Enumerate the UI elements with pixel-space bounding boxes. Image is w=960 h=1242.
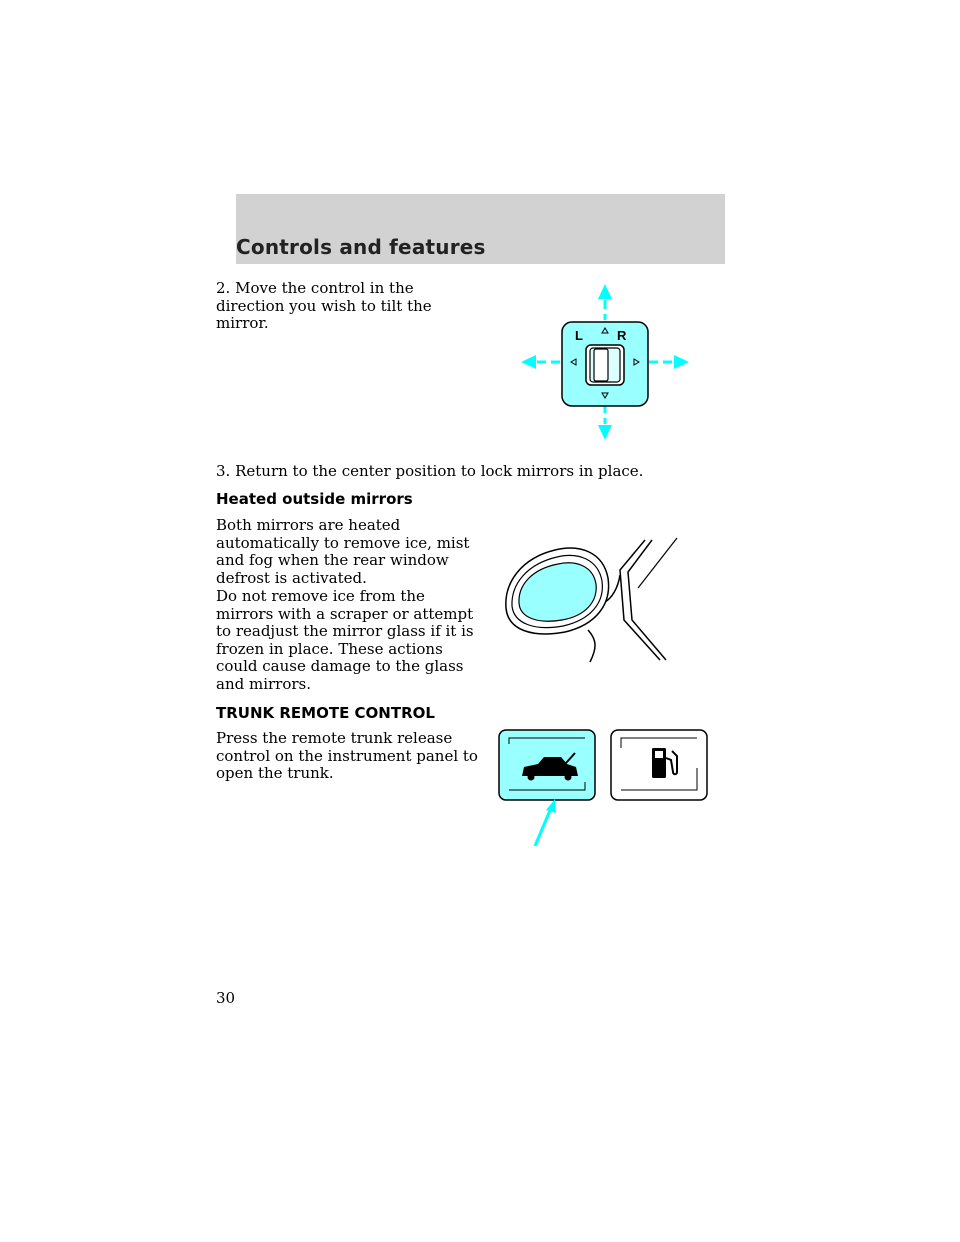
step-2-text: 2. Move the control in the direction you…	[216, 279, 432, 332]
step-3-text: 3. Return to the center position to lock…	[216, 462, 644, 480]
right-mirror-label: R	[617, 328, 627, 343]
trunk-release-icon	[498, 729, 596, 801]
side-mirror-illustration	[505, 537, 678, 663]
mirror-control-diagram: L R	[521, 284, 689, 440]
page-number: 30	[216, 989, 236, 1007]
fuel-door-icon	[610, 729, 708, 801]
trunk-para: Press the remote trunk release control o…	[216, 729, 478, 782]
heated-mirrors-heading: Heated outside mirrors	[216, 490, 413, 508]
left-mirror-label: L	[575, 328, 583, 343]
heated-mirrors-para-1: Both mirrors are heated automatically to…	[216, 516, 470, 587]
heated-mirrors-para-2: Do not remove ice from the mirrors with …	[216, 587, 474, 693]
trunk-release-diagram	[498, 729, 708, 847]
section-title: Controls and features	[236, 235, 486, 259]
trunk-heading: TRUNK REMOTE CONTROL	[216, 704, 435, 722]
section-header-bar	[236, 194, 725, 264]
